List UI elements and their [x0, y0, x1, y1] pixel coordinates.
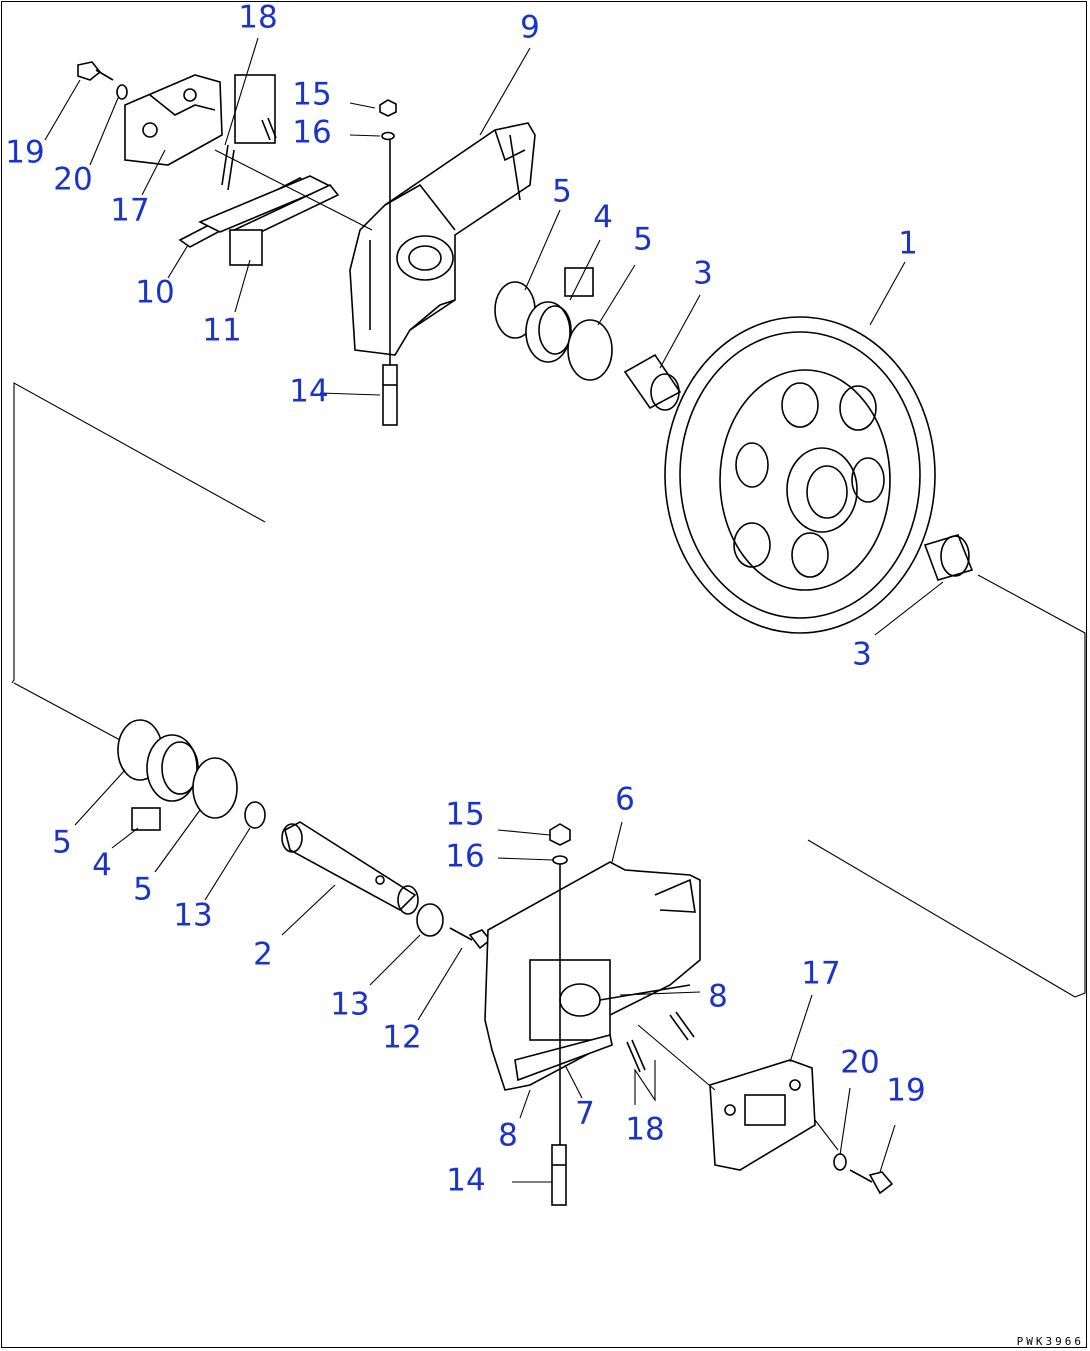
callout-11: 11	[202, 312, 242, 349]
callout-8-b: 8	[498, 1117, 518, 1154]
idler-support-9	[349, 122, 536, 356]
callout-19-top: 19	[5, 134, 45, 171]
callout-14-top: 14	[289, 373, 329, 410]
callout-3-a: 3	[693, 255, 713, 292]
callout-14-bot: 14	[446, 1162, 486, 1199]
shims-10-11	[178, 175, 340, 266]
bolt-14-top	[382, 364, 398, 426]
idler-support-6	[484, 861, 701, 1091]
callout-12: 12	[382, 1019, 422, 1056]
callout-17-top: 17	[110, 192, 150, 229]
plate-8-upper	[599, 984, 691, 1001]
callout-20-top: 20	[53, 161, 93, 198]
callout-9: 9	[520, 9, 540, 46]
o-ring-13-left	[244, 801, 266, 829]
leader-lines	[44, 37, 944, 1183]
nut-15-top	[379, 99, 397, 117]
callout-10: 10	[135, 274, 175, 311]
bushing-3-top	[623, 353, 682, 411]
callout-4-a: 4	[593, 199, 613, 236]
bracket-17-top	[124, 74, 223, 166]
callout-15-bot: 15	[445, 796, 485, 833]
bracket-17-bottom	[709, 1059, 816, 1171]
callout-18-bot: 18	[625, 1111, 665, 1148]
washer-16-top	[381, 131, 395, 141]
callout-18-top: 18	[238, 0, 278, 36]
washer-20-top	[116, 84, 128, 100]
nut-15-bottom	[549, 823, 571, 846]
callout-5-a: 5	[552, 173, 572, 210]
callout-13-b: 13	[330, 986, 370, 1023]
callout-2: 2	[253, 936, 273, 973]
drawing-code: PWK3966	[1016, 1335, 1084, 1348]
callout-3-b: 3	[852, 636, 872, 673]
callout-5-d: 5	[133, 871, 153, 908]
o-ring-13-right	[416, 903, 444, 937]
pin-18-bottom	[626, 1011, 695, 1073]
pin-18-top	[221, 74, 277, 191]
callout-4-b: 4	[92, 847, 112, 884]
callout-15-top: 15	[292, 76, 332, 113]
callout-8-a: 8	[708, 978, 728, 1015]
callout-17-bot: 17	[801, 955, 841, 992]
washer-20-bottom	[833, 1153, 847, 1171]
seal-group-bottom	[117, 719, 238, 831]
bolt-14-bottom	[551, 1144, 567, 1206]
callout-5-b: 5	[633, 221, 653, 258]
bolt-19-top	[77, 61, 114, 81]
callout-20-bot: 20	[840, 1044, 880, 1081]
bushing-3-right	[923, 534, 974, 581]
callout-19-bot: 19	[886, 1072, 926, 1109]
callout-16-top: 16	[292, 114, 332, 151]
bolt-19-bottom	[849, 1169, 894, 1195]
callout-1: 1	[898, 225, 918, 262]
callout-7: 7	[575, 1095, 595, 1132]
reference-plane-lines	[11, 382, 1086, 998]
washer-16-bottom	[552, 855, 568, 865]
seal-group-top	[494, 267, 613, 381]
plug-12	[449, 927, 492, 950]
callout-6: 6	[615, 781, 635, 818]
callout-5-c: 5	[52, 824, 72, 861]
idler-wheel-1	[664, 316, 936, 634]
shaft-2	[281, 821, 419, 915]
callout-16-bot: 16	[445, 838, 485, 875]
callout-13-a: 13	[173, 897, 213, 934]
